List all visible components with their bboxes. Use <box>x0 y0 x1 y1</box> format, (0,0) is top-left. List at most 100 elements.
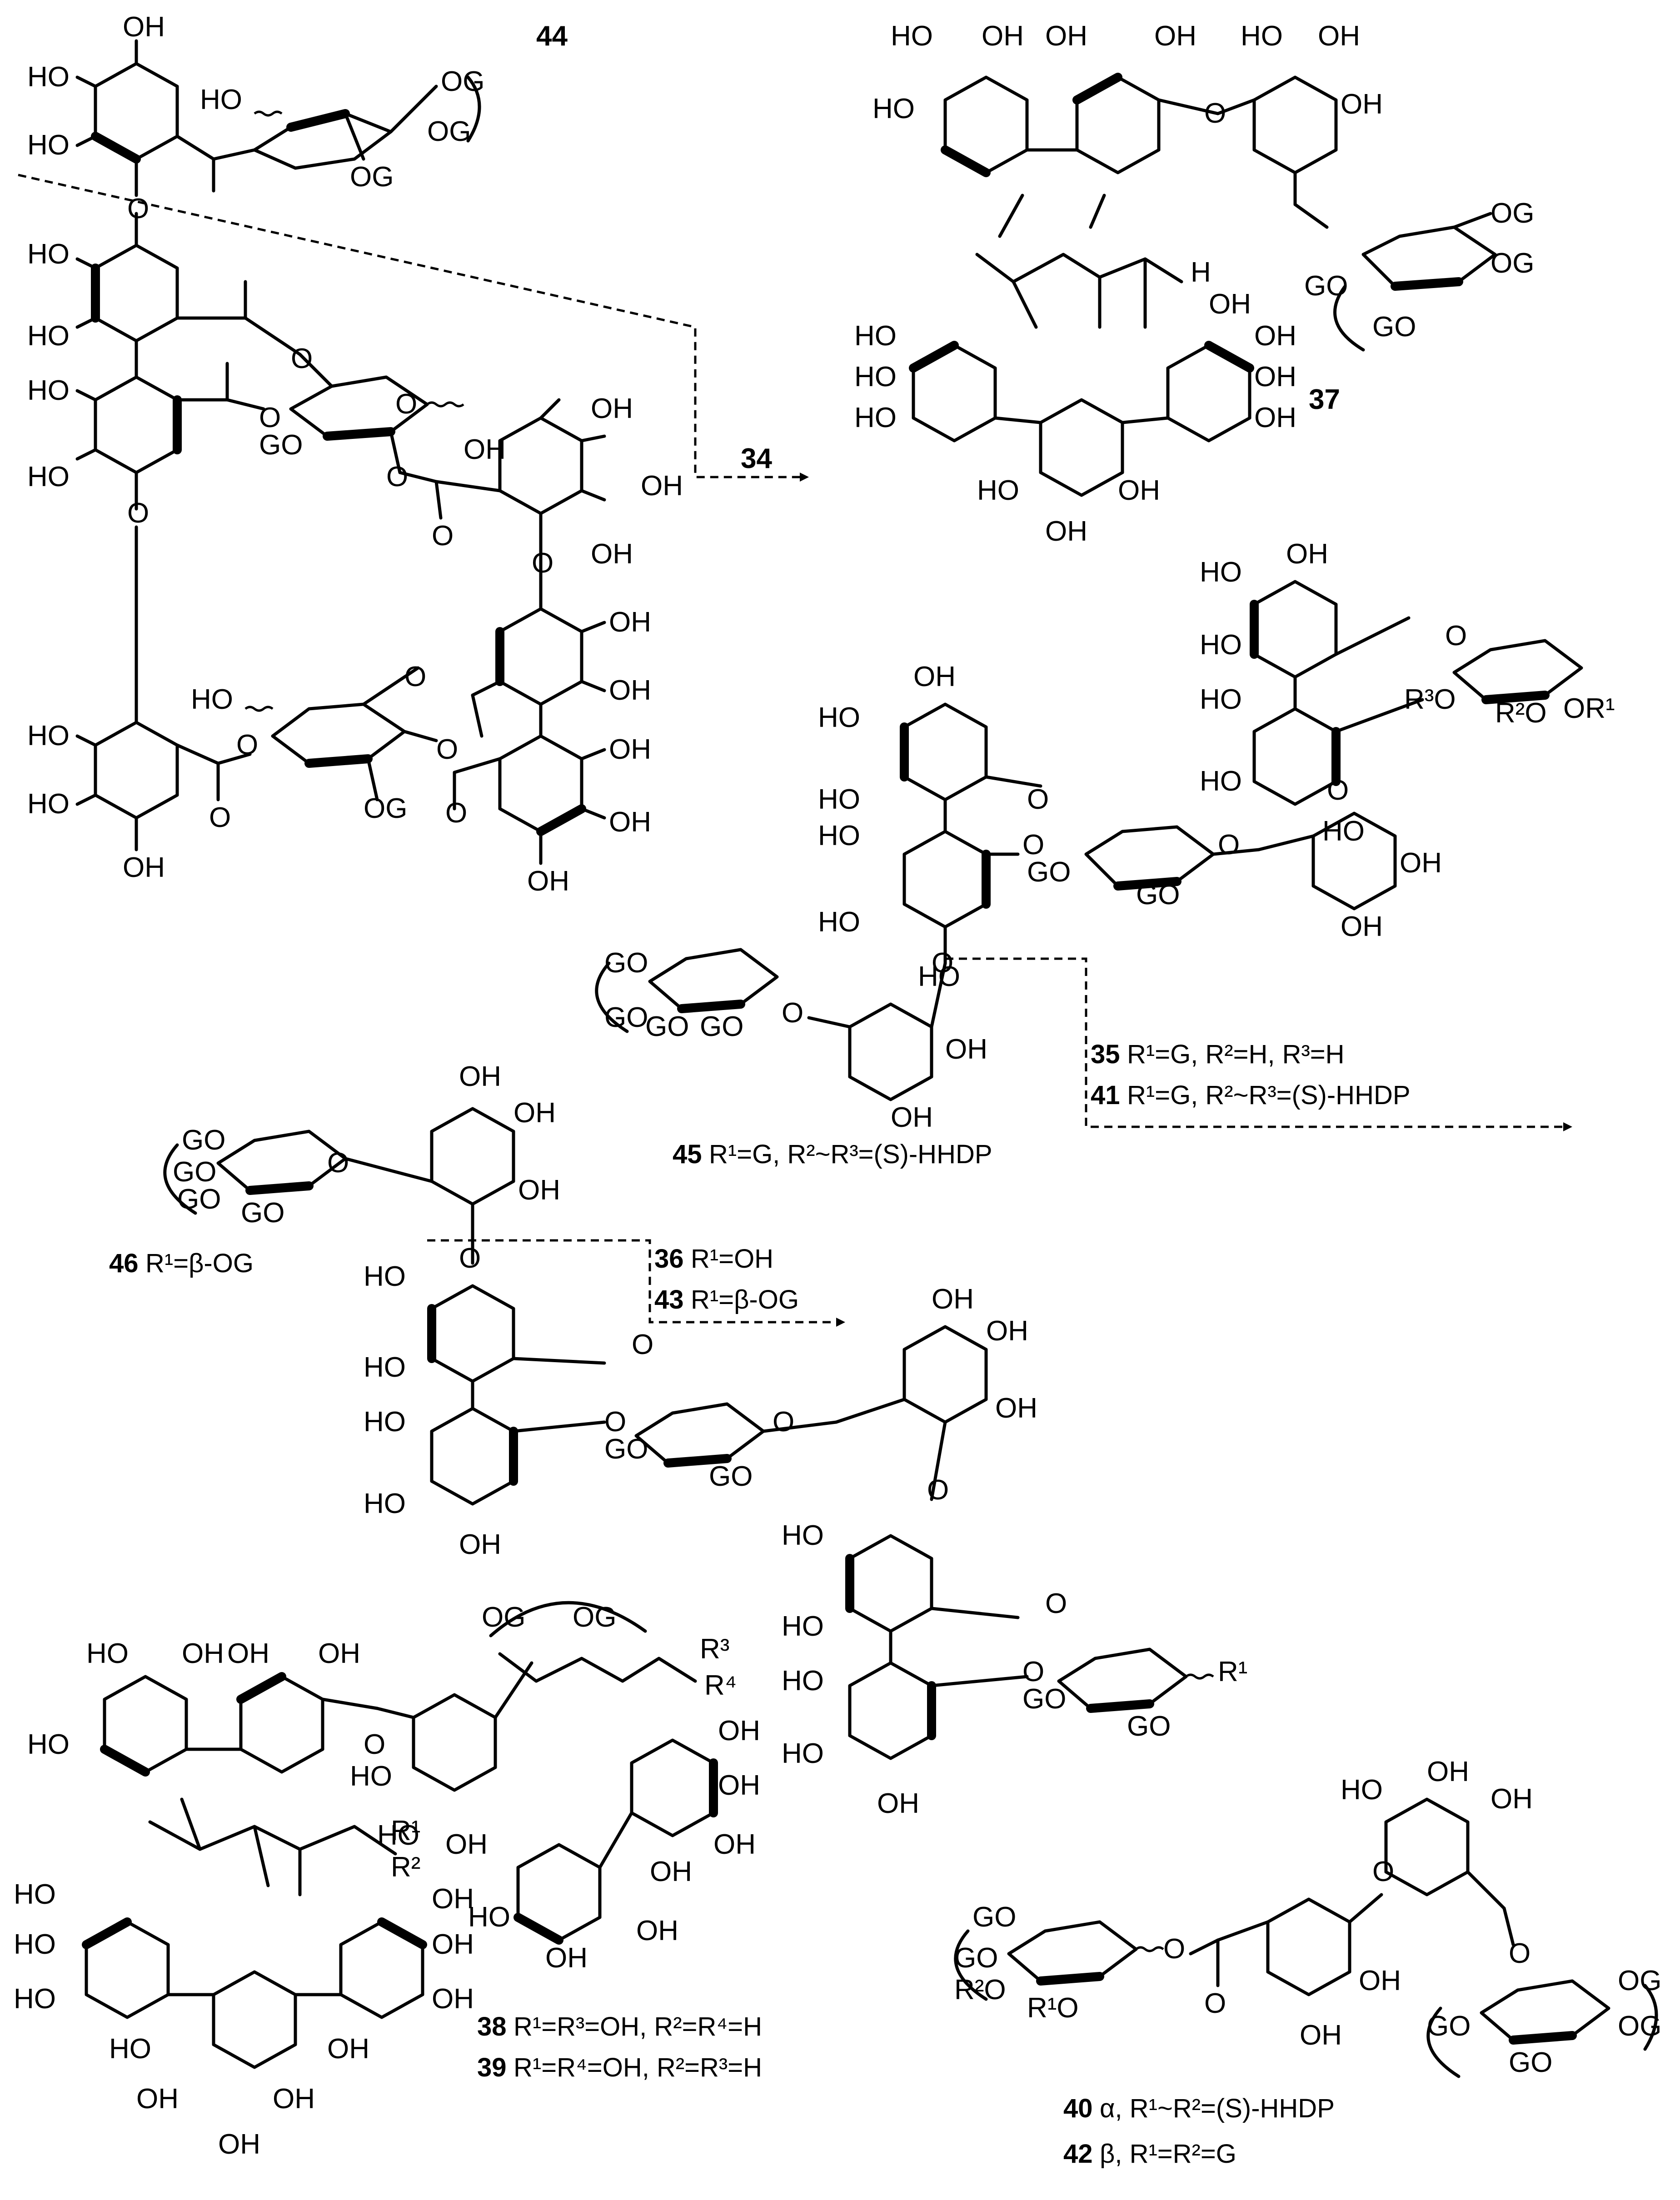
atom-label: O <box>386 461 408 493</box>
atom-label: O <box>459 1243 481 1274</box>
atom-label: OG <box>1618 2011 1661 2042</box>
atom-label: HO <box>1200 684 1242 715</box>
atom-label: HO <box>782 1665 824 1697</box>
atom-label: HO <box>200 84 242 115</box>
atom-label: OH <box>136 2083 179 2115</box>
atom-label: OH <box>591 538 633 570</box>
atom-label: OG <box>1491 198 1534 229</box>
atom-label: GO <box>1427 2011 1471 2042</box>
atom-label: OH <box>1318 20 1360 52</box>
caption-40: α, R¹~R²=(S)-HHDP <box>1100 2094 1335 2123</box>
atom-label: HO <box>854 320 897 352</box>
structure-36-43-46 <box>163 1107 1214 1760</box>
atom-label: OG <box>364 793 407 824</box>
caption-41: R¹=G, R²~R³=(S)-HHDP <box>1127 1080 1411 1110</box>
atom-label: OH <box>1254 402 1296 433</box>
caption-35: R¹=G, R²=H, R³=H <box>1127 1040 1345 1069</box>
atom-label: O <box>436 734 458 765</box>
atom-label: OH <box>123 852 165 883</box>
atom-label: GO <box>954 1942 998 1974</box>
atom-label: O <box>1027 784 1049 815</box>
structure-38-39 <box>82 1601 718 2069</box>
atom-label: OH <box>227 1638 269 1669</box>
atom-label: HO <box>818 820 860 851</box>
atom-label: O <box>532 548 553 579</box>
atom-label: HO <box>1322 816 1365 847</box>
atom-label: HO <box>27 320 70 352</box>
atom-label: O <box>1045 1588 1067 1619</box>
atom-label: HO <box>14 1929 56 1960</box>
compound-number-41: 41 <box>1091 1080 1120 1110</box>
compound-number-35: 35 <box>1091 1040 1120 1069</box>
atom-label: OH <box>459 1061 501 1092</box>
atom-label: OH <box>891 1102 933 1133</box>
atom-label: OH <box>432 1883 474 1915</box>
atom-label: OH <box>995 1393 1037 1424</box>
atom-label: O <box>632 1329 653 1360</box>
atom-label: OH <box>718 1770 760 1801</box>
atom-label: HO <box>1200 766 1242 797</box>
atom-label: HO <box>782 1520 824 1551</box>
atom-label: OH <box>273 2083 315 2115</box>
atom-label: GO <box>604 1002 648 1033</box>
atom-label: R¹ <box>1218 1656 1247 1687</box>
labels-40: OH HO OH O O OG OG GO GO GO GO R²O R¹O O… <box>954 1756 1661 2169</box>
atom-label: HO <box>14 1983 56 2015</box>
atom-label: OH <box>877 1788 919 1819</box>
atom-label: HO <box>854 361 897 393</box>
atom-label: OH <box>986 1315 1028 1347</box>
atom-label: O <box>395 388 417 420</box>
atom-label: HO <box>364 1406 406 1438</box>
atom-label: O <box>604 1406 626 1438</box>
atom-label: OH <box>1341 89 1383 120</box>
atom-label: O <box>127 498 149 529</box>
atom-label: OH <box>1209 289 1251 320</box>
atom-label: GO <box>1022 1683 1066 1715</box>
atom-label: OH <box>527 866 569 897</box>
structure-37 <box>909 73 1497 497</box>
caption-46: R¹=β-OG <box>145 1249 254 1278</box>
atom-label: OH <box>1045 516 1087 547</box>
atom-label: OH <box>1286 538 1328 570</box>
atom-label: OH <box>1491 1783 1533 1815</box>
atom-label: O <box>1372 1856 1394 1887</box>
atom-label: HO <box>891 20 933 52</box>
atom-label: OH <box>609 734 651 765</box>
atom-label: O <box>445 797 467 829</box>
atom-label: HO <box>818 906 860 938</box>
atom-label: O <box>327 1147 349 1179</box>
atom-label: O <box>1204 98 1226 129</box>
compound-number-43: 43 <box>654 1285 684 1314</box>
atom-label: GO <box>1127 1711 1171 1742</box>
atom-label: OH <box>945 1034 987 1065</box>
caption-39: R¹=R⁴=OH, R²=R³=H <box>513 2053 762 2082</box>
atom-label: OH <box>513 1097 556 1129</box>
atom-label: HO <box>27 1729 70 1760</box>
labels-36: OH OH OH GO GO GO GO O O 46 R¹=β-OG 36 R… <box>109 1061 1247 1819</box>
atom-label: OH <box>609 675 651 706</box>
atom-label: OH <box>1341 911 1383 942</box>
compound-number-45: 45 <box>673 1140 702 1169</box>
atom-label: OH <box>609 806 651 838</box>
atom-label: R¹O <box>1027 1992 1079 2024</box>
atom-label: OH <box>327 2033 369 2065</box>
atom-label: OH <box>459 1529 501 1560</box>
atom-label: GO <box>709 1461 753 1492</box>
atom-label: HO <box>27 788 70 820</box>
atom-label: OH <box>432 1929 474 1960</box>
atom-label: HO <box>818 702 860 733</box>
atom-label: O <box>1327 775 1349 806</box>
atom-label: OH <box>591 393 633 424</box>
atom-label: O <box>1022 829 1044 861</box>
caption-42: β, R¹=R²=G <box>1100 2139 1236 2169</box>
atom-label: OR¹ <box>1563 693 1615 724</box>
atom-label: OH <box>718 1715 760 1747</box>
atom-label: HO <box>27 461 70 493</box>
atom-label: OH <box>650 1856 692 1887</box>
atom-label: OH <box>636 1915 678 1946</box>
atom-label: O <box>773 1406 794 1438</box>
atom-label: OH <box>1300 2020 1342 2051</box>
atom-label: R² <box>391 1852 420 1883</box>
atom-label: GO <box>972 1901 1016 1933</box>
